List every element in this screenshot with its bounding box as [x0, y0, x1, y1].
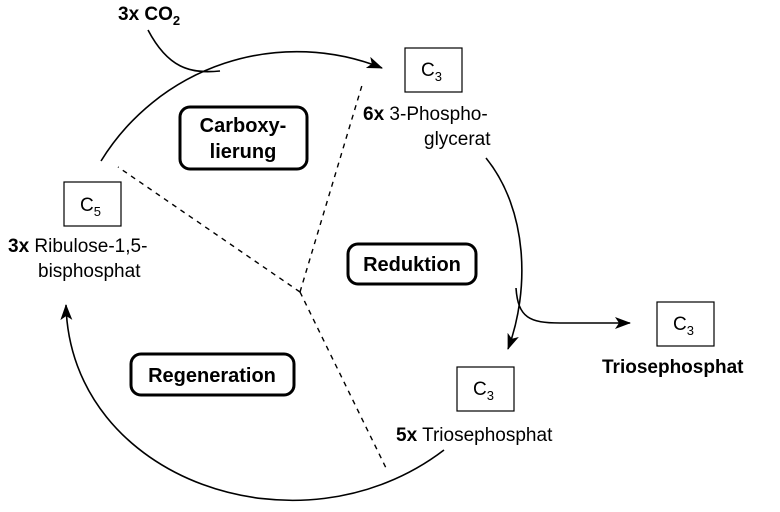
carbon-box-label: C3	[421, 60, 442, 84]
node-label: 6x 3-Phospho-	[363, 104, 488, 125]
phase-label: Regeneration	[148, 365, 276, 387]
carbon-box-label: C3	[473, 379, 494, 403]
node-label-line2: bisphosphat	[38, 261, 141, 282]
output-label: Triosephosphat	[602, 357, 744, 378]
phase-reduction: Reduktion	[346, 242, 478, 286]
phase-carboxylation: Carboxy- lierung	[178, 105, 309, 171]
carbon-box-c3	[456, 366, 515, 412]
carbon-box-c5	[63, 181, 122, 227]
divider-carboxylation-reduction	[299, 81, 364, 293]
node-label: 3x Ribulose-1,5-	[8, 236, 147, 257]
divider-reduction-regeneration	[299, 291, 387, 469]
phase-label: Reduktion	[363, 254, 461, 276]
cycle-arc-reduction	[485, 157, 523, 350]
phase-box	[129, 352, 296, 397]
phase-box	[346, 242, 478, 286]
carbon-box-c3	[404, 47, 463, 93]
carbon-box-label: C5	[80, 195, 101, 219]
phase-label-line2: lierung	[210, 141, 277, 163]
phase-dividers	[117, 81, 387, 469]
carbon-box-label: C3	[673, 314, 694, 338]
co2-label: 3x CO2	[118, 4, 180, 28]
node-ribulose: C5 3x Ribulose-1,5- bisphosphat	[8, 181, 147, 282]
triose-output-arrow	[515, 287, 631, 329]
node-phosphoglycerate: C3 6x 3-Phospho- glycerat	[363, 47, 491, 150]
cycle-arc-regeneration	[60, 304, 445, 502]
node-triose-output: C3 Triosephosphat	[602, 301, 744, 378]
divider-carboxylation-regeneration	[117, 166, 301, 293]
phase-box	[178, 105, 309, 171]
node-triose-cycle: C3 5x Triosephosphat	[396, 366, 553, 446]
node-label: 5x Triosephosphat	[396, 425, 553, 446]
node-label-line2: glycerat	[424, 129, 491, 150]
phase-regeneration: Regeneration	[129, 352, 296, 397]
carbon-box-c3	[656, 301, 715, 347]
phase-label: Carboxy-	[200, 115, 287, 137]
co2-input-arrow	[147, 29, 221, 73]
cycle-arc-carboxylation	[100, 50, 383, 162]
